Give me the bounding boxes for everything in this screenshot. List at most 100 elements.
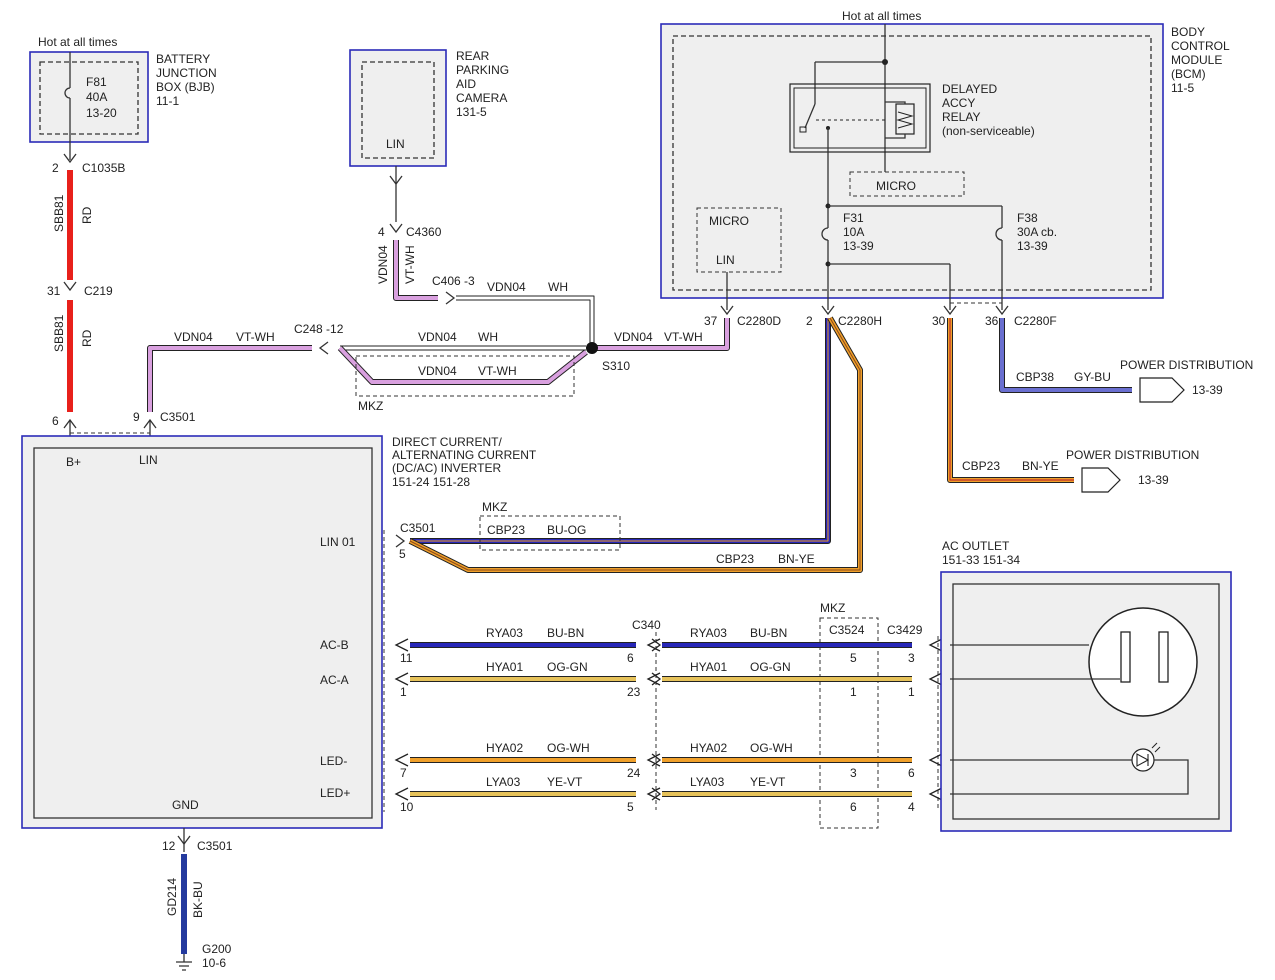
svg-text:GY-BU: GY-BU xyxy=(1074,370,1111,384)
svg-text:5: 5 xyxy=(850,651,857,665)
svg-text:2: 2 xyxy=(806,314,813,328)
svg-text:JUNCTION: JUNCTION xyxy=(156,66,217,80)
svg-text:OG-GN: OG-GN xyxy=(547,660,588,674)
svg-text:AID: AID xyxy=(456,77,476,91)
svg-text:BK-BU: BK-BU xyxy=(191,881,205,918)
c248-connector-icon xyxy=(318,341,329,355)
svg-text:2: 2 xyxy=(52,161,59,175)
c1035b-connector-icon xyxy=(63,153,77,164)
svg-text:MKZ: MKZ xyxy=(820,601,845,615)
svg-text:11-1: 11-1 xyxy=(156,94,179,108)
svg-text:BU-BN: BU-BN xyxy=(547,626,584,640)
svg-text:MICRO: MICRO xyxy=(876,179,916,193)
ac-outlet-name: AC OUTLET xyxy=(942,539,1010,553)
power-distribution-arrow-2[interactable] xyxy=(1081,467,1121,493)
c340-right-connector-icon xyxy=(651,753,662,767)
c2280h-connector-icon xyxy=(821,305,835,316)
ac-wire-circuit-left: RYA03 xyxy=(486,626,523,640)
c340-right-connector-icon xyxy=(651,787,662,801)
svg-text:OG-WH: OG-WH xyxy=(547,741,590,755)
svg-text:VDN04: VDN04 xyxy=(487,280,526,294)
svg-text:24: 24 xyxy=(627,766,641,780)
svg-text:37: 37 xyxy=(704,314,718,328)
power-distribution-arrow-1[interactable] xyxy=(1139,377,1185,403)
svg-text:CBP38: CBP38 xyxy=(1016,370,1054,384)
c2280f-label: C2280F xyxy=(1014,314,1057,328)
inverter-inner xyxy=(33,447,373,819)
c4360-label: C4360 xyxy=(406,225,442,239)
micro-box-left xyxy=(696,207,782,273)
b-plus-label: B+ xyxy=(66,455,81,469)
svg-text:VT-WH: VT-WH xyxy=(664,330,703,344)
svg-text:13-39: 13-39 xyxy=(1138,473,1169,487)
dc-ac-inverter-box xyxy=(21,435,383,829)
camera-lin-connector-icon xyxy=(389,175,403,186)
c2280d-label: C2280D xyxy=(737,314,781,328)
outlet-connector-icon xyxy=(928,638,943,652)
bjb-inner xyxy=(39,61,139,135)
outlet-led-icon xyxy=(1131,748,1155,772)
camera-inner xyxy=(361,61,435,159)
c3501-lin01-connector-icon xyxy=(395,534,406,548)
svg-text:7: 7 xyxy=(400,766,407,780)
wire-vdn04-inverter xyxy=(148,346,312,412)
svg-text:VT-WH: VT-WH xyxy=(478,364,517,378)
svg-text:CBP23: CBP23 xyxy=(716,552,754,566)
camera-name: REAR xyxy=(456,49,490,63)
svg-text:RD: RD xyxy=(80,206,94,224)
wire-cbp23-pd xyxy=(948,318,1074,482)
svg-text:151-24 151-28: 151-24 151-28 xyxy=(392,475,470,489)
svg-text:GD214: GD214 xyxy=(165,878,179,916)
c406-label: C406 -3 xyxy=(432,274,475,288)
relay-switch-icon xyxy=(804,103,816,129)
rear-parking-aid-camera-box xyxy=(349,49,447,167)
c2280d-connector-icon xyxy=(720,305,734,316)
inverter-connector-icon xyxy=(394,753,409,767)
ac-b-label: AC-B xyxy=(320,638,349,652)
f81-label: F81 xyxy=(86,75,107,89)
svg-text:VDN04: VDN04 xyxy=(376,245,390,284)
c3501-lin01-label: C3501 xyxy=(400,521,436,535)
svg-text:MODULE: MODULE xyxy=(1171,53,1222,67)
svg-text:(DC/AC) INVERTER: (DC/AC) INVERTER xyxy=(392,461,501,475)
wire-vdn04-mkz-branch xyxy=(338,346,588,384)
svg-text:13-39: 13-39 xyxy=(1017,239,1048,253)
svg-text:ACCY: ACCY xyxy=(942,96,975,110)
c3501-gnd-label: C3501 xyxy=(197,839,233,853)
led-plus-label: LED+ xyxy=(320,786,350,800)
svg-text:36: 36 xyxy=(985,314,999,328)
svg-text:9: 9 xyxy=(133,410,140,424)
bjb-name: BATTERY xyxy=(156,52,210,66)
svg-text:4: 4 xyxy=(908,800,915,814)
c340-left-connector-icon xyxy=(646,638,661,652)
svg-text:40A: 40A xyxy=(86,90,107,104)
splice-s310 xyxy=(586,342,598,354)
c248-label: C248 -12 xyxy=(294,322,344,336)
svg-text:CBP23: CBP23 xyxy=(487,523,525,537)
c3501-lin-label: C3501 xyxy=(160,410,196,424)
lin01-label: LIN 01 xyxy=(320,535,356,549)
c406-connector-icon xyxy=(445,291,456,305)
svg-text:OG-WH: OG-WH xyxy=(750,741,793,755)
c340-left-connector-icon xyxy=(646,672,661,686)
ac-wire-circuit-right: HYA01 xyxy=(690,660,727,674)
s310-label: S310 xyxy=(602,359,630,373)
mkz-option-box-splice xyxy=(355,355,575,397)
relay-name: DELAYED xyxy=(942,82,997,96)
outlet-receptacle-icon xyxy=(1088,607,1198,717)
svg-text:VDN04: VDN04 xyxy=(418,330,457,344)
c1035b-label: C1035B xyxy=(82,161,125,175)
svg-text:1: 1 xyxy=(400,685,407,699)
svg-text:RELAY: RELAY xyxy=(942,110,980,124)
outlet-inner xyxy=(952,583,1220,820)
svg-text:11-5: 11-5 xyxy=(1171,81,1194,95)
svg-text:13-39: 13-39 xyxy=(843,239,874,253)
bcm-inner xyxy=(672,35,1152,291)
fuse-f81-symbol xyxy=(64,87,71,99)
svg-text:151-33 151-34: 151-33 151-34 xyxy=(942,553,1020,567)
bcm-hot-label: Hot at all times xyxy=(842,9,921,23)
f38-label: F38 xyxy=(1017,211,1038,225)
svg-text:MICRO: MICRO xyxy=(709,214,749,228)
bjb-hot-label: Hot at all times xyxy=(38,35,117,49)
mkz-option-box-lin xyxy=(479,515,621,551)
